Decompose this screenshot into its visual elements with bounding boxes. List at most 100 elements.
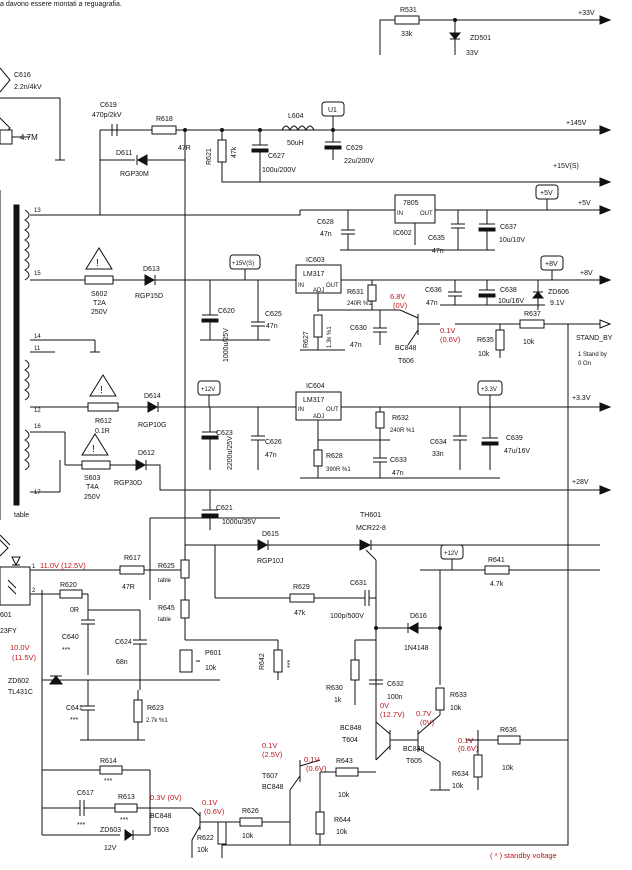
r641-label: R641 — [488, 557, 505, 564]
rail-33v: +33V — [578, 10, 595, 17]
d615-label: D615 — [262, 531, 279, 538]
c638-label: C638 — [500, 287, 517, 294]
d616-value: 1N4148 — [404, 645, 429, 652]
r618-value: 47R — [178, 145, 191, 152]
c638-value: 10u/16V — [498, 298, 524, 305]
ic602-label: IC602 — [393, 230, 412, 237]
voltage-t603-b: 0.1V — [202, 798, 217, 807]
l604-value: 50uH — [287, 140, 304, 147]
ic604-value: LM317 — [303, 397, 325, 404]
voltage-t607-c: 0.1V — [262, 741, 277, 750]
flag-15vs-text: +15V(S) — [232, 261, 254, 267]
resistor-r614 — [99, 765, 123, 775]
c641-value: *** — [70, 717, 78, 724]
rail-8v: +8V — [580, 270, 593, 277]
d614-value: RGP10G — [138, 422, 166, 429]
rail-15vs: +15V(S) — [553, 163, 579, 170]
voltage-t606-c-sb: (0V) — [393, 301, 408, 310]
r618-label: R618 — [156, 116, 173, 123]
r614-value: *** — [104, 778, 112, 785]
r633-value: 10k — [450, 705, 462, 712]
r628-label: R628 — [326, 453, 343, 460]
c634-value: 33n — [432, 451, 444, 458]
c617-value: *** — [77, 822, 85, 829]
r613-value: *** — [120, 817, 128, 824]
d611-label: D611 — [116, 150, 132, 157]
d616-label: D616 — [410, 613, 427, 620]
rail-145v: +145V — [566, 120, 587, 127]
header-text: a davono essere montati a reguagrafia. — [0, 1, 122, 8]
c625-value: 47n — [266, 323, 278, 330]
r629-label: R629 — [293, 584, 310, 591]
resistor-r643 — [335, 767, 359, 777]
d615-value: RGP10J — [257, 558, 283, 565]
c641-label: C641 — [66, 705, 83, 712]
rail-5v: +5V — [578, 200, 591, 207]
voltage-t606-b-sb: (0.6V) — [440, 335, 461, 344]
d612-value: RGP30D — [114, 480, 142, 487]
c623-value: 2200u/25V — [227, 436, 234, 470]
voltage-t603-c: 0.3V (0V) — [150, 793, 182, 802]
r625-value: table — [158, 578, 172, 584]
r642-value: *** — [287, 660, 294, 668]
opto-pin1: 1 — [32, 564, 36, 570]
ic603 — [295, 264, 342, 294]
t604-label: T604 — [342, 737, 358, 744]
c617-label: C617 — [77, 790, 94, 797]
t603-label: T603 — [153, 827, 169, 834]
pin-11: 11 — [34, 346, 41, 352]
c627-label: C627 — [268, 153, 285, 160]
svg-text:!: ! — [100, 385, 103, 396]
c631-label: C631 — [350, 580, 367, 587]
c631-value: 100p/500V — [330, 613, 364, 620]
pin-17: 17 — [34, 490, 41, 496]
c632-value: 100n — [387, 694, 403, 701]
ic602-value: 7805 — [403, 200, 419, 207]
r644-value: 10k — [336, 829, 348, 836]
svg-text:!: ! — [96, 258, 99, 269]
d613-label: D613 — [143, 266, 160, 273]
r631-label: R631 — [347, 289, 364, 296]
r623-value: 2.7k %1 — [146, 718, 168, 724]
zd602-label: ZD602 — [8, 678, 29, 685]
s603-value1: T4A — [86, 484, 99, 491]
zd603-label: ZD603 — [100, 827, 121, 834]
voltage-t607-b-sb: (0.6V) — [306, 764, 327, 773]
d612-label: D612 — [138, 450, 155, 457]
c624-label: C624 — [115, 639, 132, 646]
l604-label: L604 — [288, 113, 304, 120]
ic603-in: IN — [298, 283, 304, 289]
voltage-t606-b: 0.1V — [440, 326, 455, 335]
r621-value: 47k — [231, 146, 238, 158]
c635-value: 47n — [432, 248, 444, 255]
c621-value: 1000u/35V — [222, 519, 256, 526]
r627-value: 1.3k %1 — [327, 326, 333, 348]
resistor-r641 — [484, 565, 510, 575]
r626-label: R626 — [242, 808, 259, 815]
voltage-t605-b: 0.1V — [458, 736, 473, 745]
pin-14: 14 — [34, 334, 41, 340]
c640-label: C640 — [62, 634, 79, 641]
ic603-value: LM317 — [303, 271, 325, 278]
voltage-t604-c: 0V — [380, 701, 389, 710]
r622-label: R622 — [197, 835, 214, 842]
t606-value: BC848 — [395, 345, 417, 352]
flag-u1-text: U1 — [328, 107, 337, 114]
th601-value: MCR22-8 — [356, 525, 386, 532]
resistor-r613 — [114, 803, 138, 813]
r531-value: 33k — [401, 31, 413, 38]
c628-value: 47n — [320, 231, 332, 238]
resistor-r620 — [59, 589, 83, 599]
standby-note1: 1 Stand by — [578, 352, 607, 358]
flag-12v-text: +12V — [201, 387, 215, 393]
resistor-r636 — [497, 735, 521, 745]
r627-label: R627 — [303, 331, 310, 348]
rail-standby: STAND_BY — [576, 335, 613, 342]
fuse-s603 — [81, 460, 111, 470]
ic604-in: IN — [298, 407, 304, 413]
r617-value: 47R — [122, 584, 135, 591]
r632-value: 240R %1 — [390, 428, 415, 434]
ic603-adj: ADJ — [313, 288, 324, 294]
zd603-value: 12V — [104, 845, 117, 852]
opto-pin2: 2 — [32, 588, 36, 594]
